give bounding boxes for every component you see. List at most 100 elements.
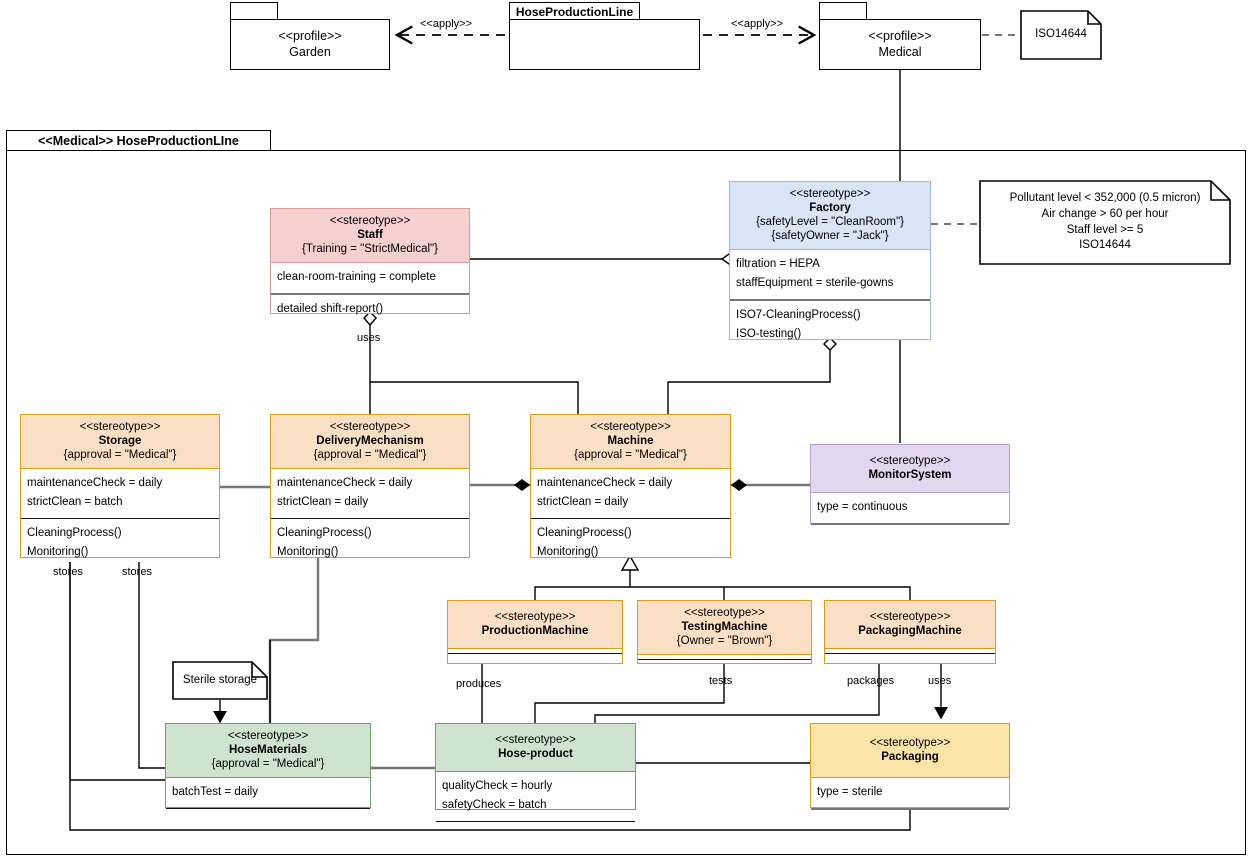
class-name: MonitorSystem	[868, 469, 952, 482]
attributes-section: type = sterile	[811, 778, 1009, 811]
class-header: <<stereotype>> ProductionMachine	[448, 601, 622, 650]
note-sterile-storage: Sterile storage	[172, 661, 268, 700]
note-text: Sterile storage	[182, 673, 258, 686]
class-name: Hose-product	[498, 748, 573, 761]
class-header: <<stereotype>> TestingMachine {Owner = "…	[638, 601, 811, 656]
class-tag: {approval = "Medical"}	[574, 449, 687, 462]
note-text: ISO14644	[1035, 28, 1087, 41]
class-header: <<stereotype>> Factory {safetyLevel = "C…	[730, 182, 930, 251]
class-staff[interactable]: <<stereotype>> Staff {Training = "Strict…	[270, 208, 470, 315]
profile-package-hoseproductionline[interactable]: HoseProductionLine	[509, 2, 700, 70]
note-shape-icon	[172, 661, 268, 700]
class-tag: {approval = "Medical"}	[63, 449, 177, 462]
package-tab	[230, 2, 278, 20]
package-medical-hoseproductionline-tab[interactable]: <<Medical>> HoseProductionLIne	[6, 130, 271, 151]
note-iso14644-top: ISO14644	[1020, 10, 1102, 60]
operations-section	[825, 653, 995, 657]
class-tag: {approval = "Medical"}	[211, 758, 325, 771]
stereotype-label: <<stereotype>>	[869, 611, 951, 623]
class-header: <<stereotype>> PackagingMachine	[825, 601, 995, 650]
class-tag-safetylevel: {safetyLevel = "CleanRoom"}	[756, 216, 904, 229]
profile-stereotype: <<profile>>	[278, 28, 342, 43]
profile-package-garden[interactable]: <<profile>> Garden	[230, 2, 390, 70]
class-header: <<stereotype>> DeliveryMechanism {approv…	[271, 415, 469, 470]
stereotype-label: <<stereotype>>	[684, 607, 765, 619]
class-header: <<stereotype>> Packaging	[811, 724, 1009, 779]
class-header: <<stereotype>> Storage {approval = "Medi…	[21, 415, 219, 470]
attributes-section: clean-room-training = complete	[271, 263, 469, 293]
class-packagingmachine[interactable]: <<stereotype>> PackagingMachine	[824, 600, 996, 664]
profile-name: Medical	[878, 44, 922, 59]
attribute-row: maintenanceCheck = daily	[537, 477, 673, 490]
edge-label-uses-packaging: uses	[928, 675, 952, 687]
class-packaging[interactable]: <<stereotype>> Packaging type = sterile	[810, 723, 1010, 811]
attribute-row: safetyCheck = batch	[442, 799, 547, 812]
class-deliverymechanism[interactable]: <<stereotype>> DeliveryMechanism {approv…	[270, 414, 470, 558]
attribute-row: clean-room-training = complete	[277, 271, 436, 284]
edge-label-packages: packages	[847, 675, 895, 687]
class-name: TestingMachine	[681, 621, 768, 634]
class-storage[interactable]: <<stereotype>> Storage {approval = "Medi…	[20, 414, 220, 558]
class-hose-product[interactable]: <<stereotype>> Hose-product qualityCheck…	[435, 723, 636, 823]
class-name: Staff	[357, 229, 383, 242]
apply-label-medical: <<apply>>	[731, 18, 783, 30]
class-factory[interactable]: <<stereotype>> Factory {safetyLevel = "C…	[729, 181, 931, 340]
operations-section: CleaningProcess() Monitoring()	[21, 518, 219, 568]
attribute-row: filtration = HEPA	[736, 258, 820, 271]
class-productionmachine[interactable]: <<stereotype>> ProductionMachine	[447, 600, 623, 664]
edge-label-uses-staff: uses	[357, 332, 381, 344]
attribute-row: type = sterile	[817, 786, 883, 799]
class-name: ProductionMachine	[481, 625, 589, 638]
operation-row: ISO7-CleaningProcess()	[736, 309, 861, 322]
class-header: <<stereotype>> Staff {Training = "Strict…	[271, 209, 469, 264]
attribute-row: maintenanceCheck = daily	[277, 477, 413, 490]
class-name: Factory	[809, 202, 851, 215]
attribute-row: strictClean = batch	[27, 496, 123, 509]
operation-row: Monitoring()	[27, 546, 89, 559]
class-name: Storage	[98, 435, 142, 448]
operation-row: Monitoring()	[537, 546, 599, 559]
attribute-row: maintenanceCheck = daily	[27, 477, 163, 490]
class-name: HoseMaterials	[229, 744, 307, 757]
class-name: DeliveryMechanism	[316, 435, 424, 448]
attribute-row: batchTest = daily	[172, 786, 258, 799]
class-tag: {approval = "Medical"}	[313, 449, 427, 462]
class-header: <<stereotype>> MonitorSystem	[811, 445, 1009, 494]
class-monitorsystem[interactable]: <<stereotype>> MonitorSystem type = cont…	[810, 444, 1010, 526]
operations-section: CleaningProcess() Monitoring()	[531, 518, 730, 568]
stereotype-label: <<stereotype>>	[495, 734, 576, 746]
class-hosematerials[interactable]: <<stereotype>> HoseMaterials {approval =…	[165, 723, 371, 810]
profile-package-medical[interactable]: <<profile>> Medical	[819, 2, 981, 70]
profile-name: Garden	[289, 44, 331, 59]
attributes-section: type = continuous	[811, 493, 1009, 526]
stereotype-label: <<stereotype>>	[869, 737, 951, 749]
stereotype-label: <<stereotype>>	[789, 188, 871, 200]
edge-label-tests: tests	[709, 675, 733, 687]
package-tab-name: HoseProductionLine	[515, 5, 634, 19]
stereotype-label: <<stereotype>>	[494, 611, 576, 623]
attribute-row: qualityCheck = hourly	[442, 780, 553, 793]
package-body: <<profile>> Medical	[819, 19, 981, 70]
attributes-section: maintenanceCheck = daily strictClean = d…	[271, 469, 469, 518]
apply-label-garden: <<apply>>	[420, 18, 472, 30]
attribute-row: strictClean = daily	[537, 496, 629, 509]
note-shape-icon	[979, 180, 1231, 265]
package-medical-hoseproductionline	[6, 150, 1246, 855]
attributes-section: filtration = HEPA staffEquipment = steri…	[730, 250, 930, 299]
operations-section: ISO7-CleaningProcess() ISO-testing()	[730, 299, 930, 350]
note-line-2: Air change > 60 per hour	[1041, 207, 1169, 220]
stereotype-label: <<stereotype>>	[329, 215, 411, 227]
operation-row: detailed shift-report()	[277, 303, 384, 316]
profile-stereotype: <<profile>>	[868, 28, 932, 43]
class-name: Packaging	[881, 751, 939, 764]
operation-row: ISO-testing()	[736, 328, 802, 341]
class-testingmachine[interactable]: <<stereotype>> TestingMachine {Owner = "…	[637, 600, 812, 664]
package-body	[509, 19, 700, 70]
operations-section	[448, 653, 622, 657]
stereotype-label: <<stereotype>>	[329, 421, 411, 433]
note-text: Pollutant level < 352,000 (0.5 micron) A…	[1000, 187, 1211, 257]
note-line-3: Staff level >= 5	[1066, 223, 1144, 236]
class-machine[interactable]: <<stereotype>> Machine {approval = "Medi…	[530, 414, 731, 558]
edge-label-stores-1: stores	[53, 566, 83, 578]
